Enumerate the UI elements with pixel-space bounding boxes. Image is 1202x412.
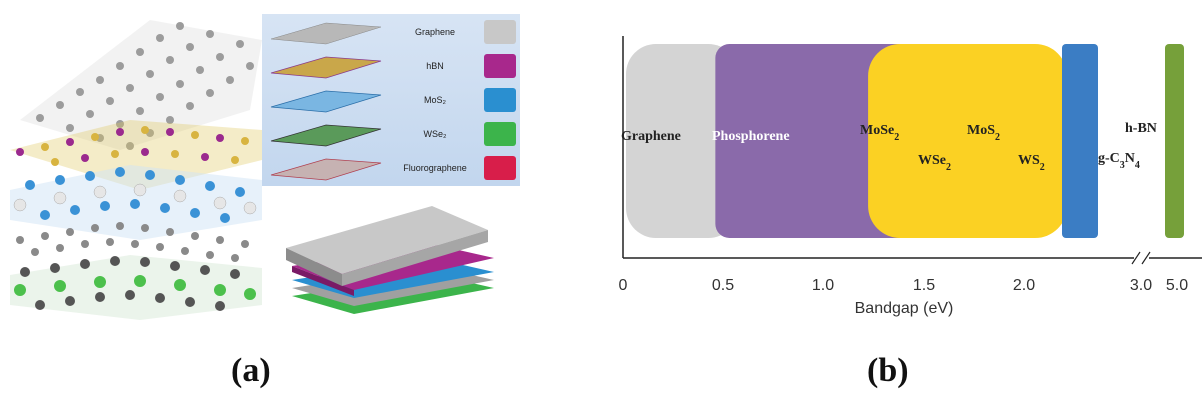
wse2-thumbnail [270, 124, 382, 147]
legend-row-graphene: Graphene [262, 16, 520, 48]
mose2-label: MoSe2 [860, 123, 899, 143]
graphene-brick-icon [484, 20, 516, 44]
legend-row-mos2: MoS₂ [262, 84, 520, 116]
legend-label: Fluorographene [403, 163, 467, 173]
mos2-label: MoS2 [967, 123, 1000, 143]
legend-label: WSe₂ [423, 129, 447, 139]
wse2-brick-icon [484, 122, 516, 146]
layered-heterostructure-illustration [0, 0, 262, 320]
heterostructure-svg [10, 20, 262, 320]
panel-b-caption: (b) [867, 352, 909, 389]
x-tick-label: 0.5 [712, 277, 734, 294]
x-tick-label: 5.0 [1166, 277, 1188, 294]
mos2-thumbnail [270, 90, 382, 113]
tmd-band [868, 44, 1068, 238]
legend-label: hBN [426, 61, 444, 71]
x-tick-label: 3.0 [1130, 277, 1152, 294]
ws2-label: WS2 [1018, 153, 1045, 173]
graphene-label: Graphene [621, 129, 681, 144]
legend-label: Graphene [414, 27, 456, 37]
graphene-layer-middle [16, 222, 249, 262]
hbn-label: h-BN [1125, 121, 1157, 136]
x-tick-label: 0 [619, 277, 628, 294]
graphene-thumbnail [270, 22, 382, 45]
fluorographene-thumbnail [270, 158, 382, 181]
mos2-brick-icon [484, 88, 516, 112]
x-tick-label: 1.5 [913, 277, 935, 294]
x-axis-title: Bandgap (eV) [855, 300, 954, 317]
phosphorene-label: Phosphorene [712, 129, 790, 144]
gc3n4-label: g-C3N4 [1098, 151, 1140, 171]
x-tick-label: 2.0 [1013, 277, 1035, 294]
legend-row-hbn: hBN [262, 50, 520, 82]
brick-stack-svg [286, 206, 494, 314]
hbn-thumbnail [270, 56, 382, 79]
hbn-band [1165, 44, 1184, 238]
layer-legend-table: Graphene hBN MoS₂ WSe₂ Fluorographene [262, 14, 520, 186]
graphene-layer-top [20, 20, 262, 150]
fluorographene-brick-icon [484, 156, 516, 180]
panel-a-caption: (a) [231, 352, 271, 389]
graphene-band [626, 44, 739, 238]
wse2-layer [10, 255, 262, 320]
hbn-brick-icon [484, 54, 516, 78]
axis-break-marker [1131, 251, 1151, 265]
legend-row-wse2: WSe₂ [262, 118, 520, 150]
gc3n4-band [1062, 44, 1098, 238]
legend-label: MoS₂ [424, 95, 446, 105]
brick-stack-illustration [282, 196, 504, 320]
legend-row-fluorographene: Fluorographene [262, 152, 520, 184]
wse2-label: WSe2 [918, 153, 951, 173]
hbn-layer [10, 120, 262, 190]
mos2-layer [10, 165, 262, 240]
x-tick-label: 1.0 [812, 277, 834, 294]
